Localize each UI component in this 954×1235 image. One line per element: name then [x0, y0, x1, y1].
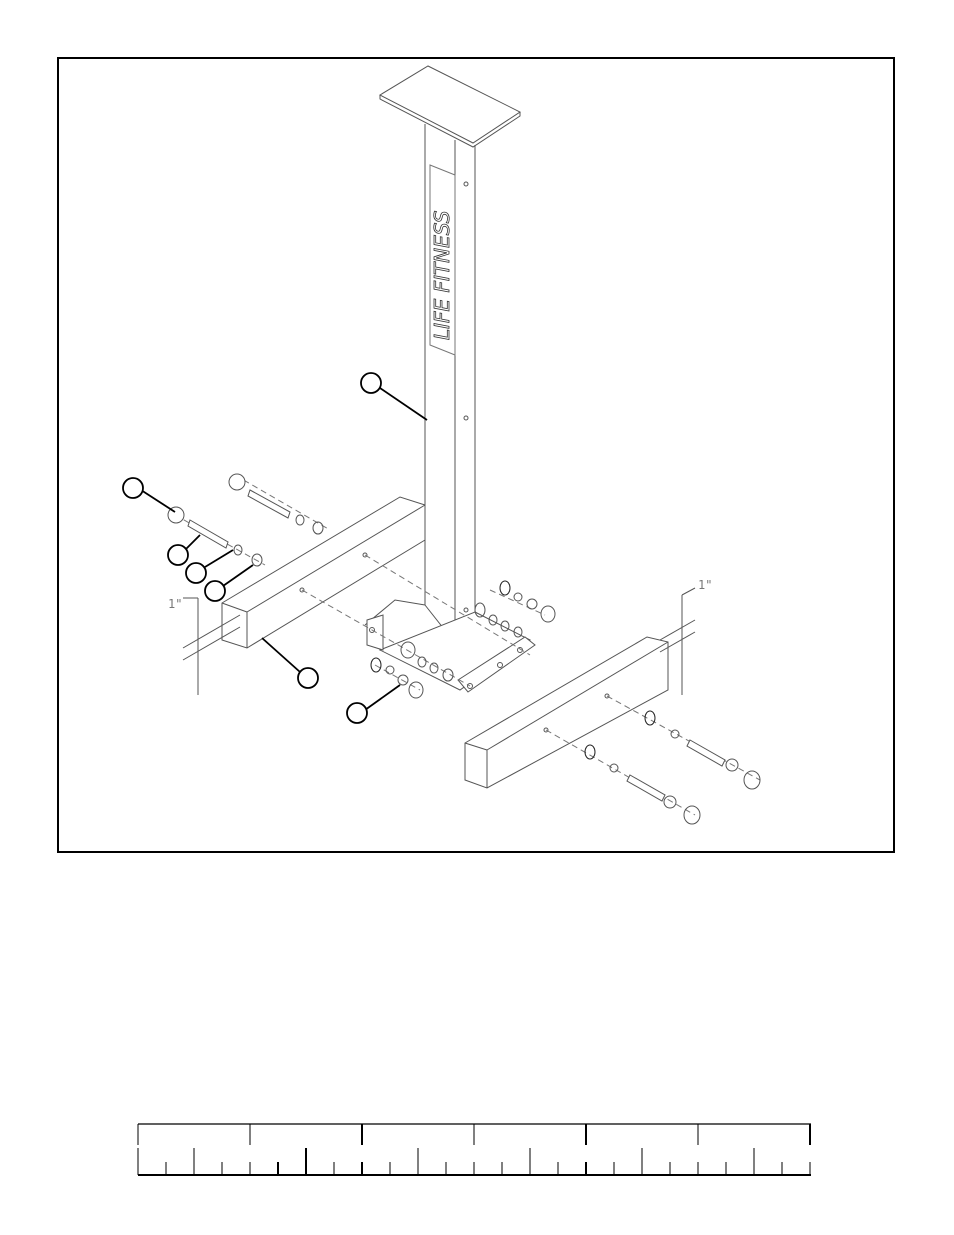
dimension-label-right: 1" — [698, 578, 713, 592]
top-plate — [378, 65, 521, 148]
callout-nut — [346, 702, 368, 724]
callout-bolt — [167, 544, 189, 566]
dimension-label-left: 1" — [168, 597, 183, 611]
upright-column — [424, 124, 476, 644]
scale-ruler — [137, 1123, 811, 1176]
brand-text: LIFE FITNESS — [430, 210, 454, 340]
callout-end-cap — [122, 477, 144, 499]
callout-flat-washer — [204, 580, 226, 602]
dimension-right — [659, 587, 696, 695]
right-base-tube — [464, 636, 669, 789]
dimension-left — [182, 597, 241, 695]
callout-lock-washer — [185, 562, 207, 584]
hardware-center — [370, 580, 556, 699]
hardware-right — [584, 710, 761, 825]
base-plate — [364, 599, 536, 693]
left-base-tube — [221, 496, 426, 649]
drawing-frame — [57, 57, 895, 853]
callout-base-tube — [297, 667, 319, 689]
callout-upright — [360, 372, 382, 394]
hardware-left — [167, 473, 324, 567]
